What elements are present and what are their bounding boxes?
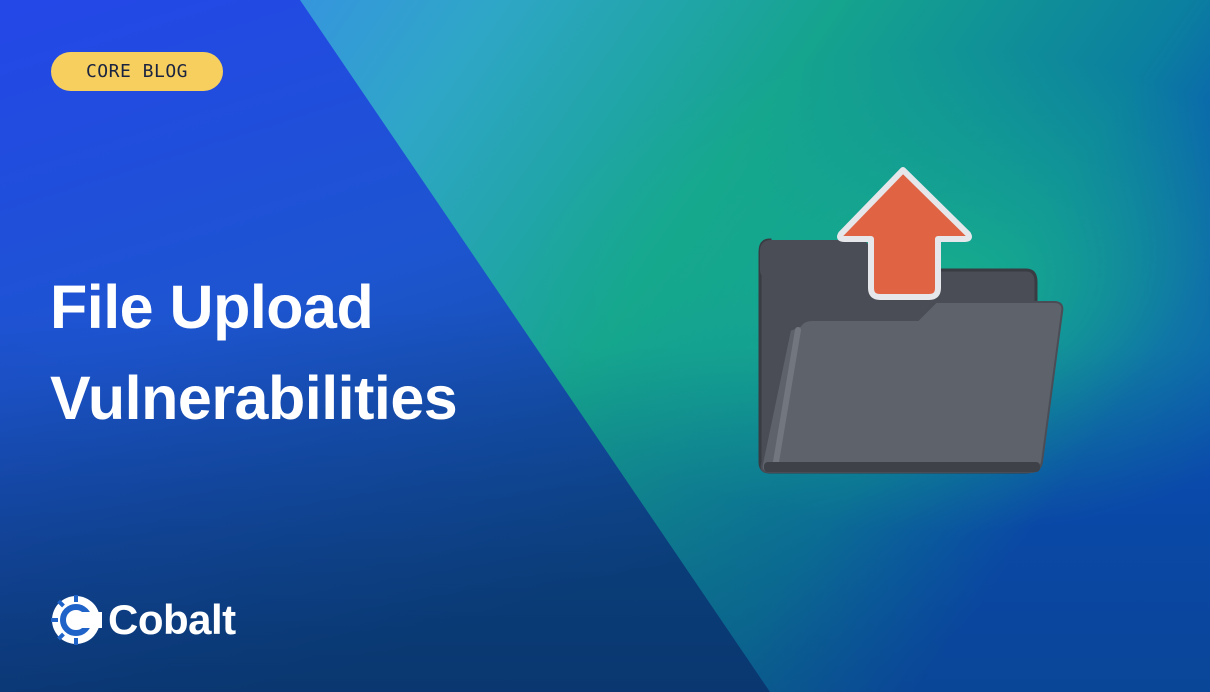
upload-arrow [837,167,972,300]
page-title: File Upload Vulnerabilities [50,262,610,444]
category-badge[interactable]: CORE BLOG [51,52,223,91]
brand-name: Cobalt [108,596,236,643]
folder-upload-icon [758,167,1064,474]
folder-bottom-edge [764,462,1040,472]
folder-back-top [760,240,870,280]
folder-front-highlight [773,327,801,465]
title-line-2: Vulnerabilities [50,364,458,432]
cobalt-logo[interactable]: Cobalt [50,590,236,650]
title-line-1: File Upload [50,273,374,341]
cobalt-logo-icon [51,595,102,645]
folder-front-flap [760,301,1064,473]
